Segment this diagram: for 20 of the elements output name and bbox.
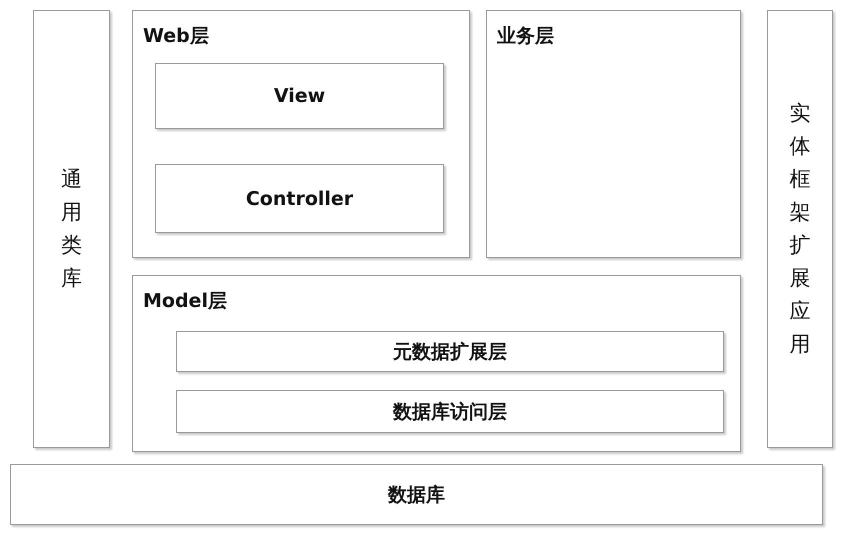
box-label: 数据库 <box>386 482 446 508</box>
box-label: Controller <box>244 188 354 210</box>
box-label: View <box>272 85 326 107</box>
vertical-label: 通用类库 <box>60 166 82 292</box>
layer-panel <box>132 10 470 258</box>
database-bar <box>10 464 823 525</box>
component-box <box>155 164 444 233</box>
vertical-label: 实体框架扩展应用 <box>789 100 811 358</box>
layer-panel <box>132 275 741 452</box>
box-label: 元数据扩展层 <box>392 340 508 364</box>
sublayer-box <box>176 390 724 433</box>
layer-title: Model层 <box>143 289 227 314</box>
layer-title: 业务层 <box>497 24 554 49</box>
layer-panel <box>486 10 741 258</box>
library-panel <box>33 10 110 448</box>
box-label: 数据库访问层 <box>392 400 508 424</box>
extension-panel <box>767 10 833 448</box>
sublayer-box <box>176 331 724 372</box>
layer-title: Web层 <box>143 24 209 49</box>
component-box <box>155 63 444 129</box>
